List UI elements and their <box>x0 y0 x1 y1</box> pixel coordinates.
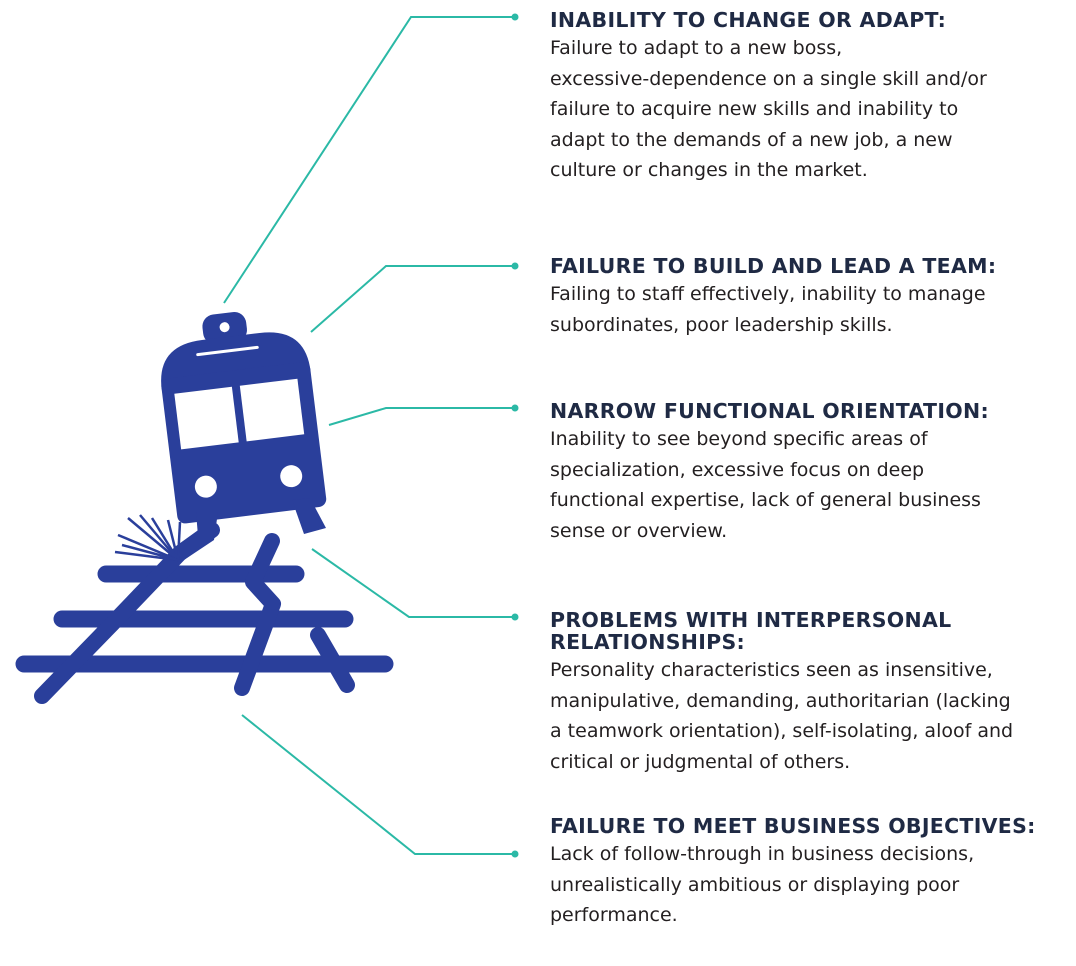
connector-line-2 <box>310 265 514 333</box>
desc-line: functional expertise, lack of general bu… <box>550 489 981 511</box>
connector-line-5 <box>241 714 514 855</box>
desc-line: failure to acquire new skills and inabil… <box>550 98 959 120</box>
desc-line: manipulative, demanding, authoritarian (… <box>550 689 1011 712</box>
connector-dot-3 <box>511 404 519 412</box>
train-left-leg <box>178 512 218 560</box>
item-title: NARROW FUNCTIONAL ORIENTATION: <box>550 399 989 423</box>
connector-dot-2 <box>511 262 519 270</box>
item-interpersonal-relationships: PROBLEMS WITH INTERPERSONAL RELATIONSHIP… <box>550 609 1076 777</box>
item-description: Failure to adapt to a new boss, excessiv… <box>550 33 1076 186</box>
connector-dot-1 <box>511 13 519 21</box>
desc-line: a teamwork orientation), self-isolating,… <box>550 720 1014 742</box>
connector-lines <box>223 16 514 855</box>
connector-dot-4 <box>511 613 519 621</box>
item-description: Failing to staff effectively, inability … <box>550 279 1076 340</box>
connector-line-1 <box>223 16 514 304</box>
item-title: PROBLEMS WITH INTERPERSONAL RELATIONSHIP… <box>550 609 1076 653</box>
item-failure-to-build-team: FAILURE TO BUILD AND LEAD A TEAM: Failin… <box>550 255 1076 340</box>
train-right-leg <box>292 498 326 534</box>
desc-line: Inability to see beyond specific areas o… <box>550 428 928 450</box>
item-title: INABILITY TO CHANGE OR ADAPT: <box>550 8 947 32</box>
desc-line: excessive-dependence on a single skill a… <box>550 67 987 90</box>
desc-line: Lack of follow-through in business decis… <box>550 843 975 865</box>
desc-line: culture or changes in the market. <box>550 159 868 181</box>
item-title: FAILURE TO MEET BUSINESS OBJECTIVES: <box>550 814 1036 838</box>
title-line: RELATIONSHIPS: <box>550 630 746 654</box>
desc-line: specialization, excessive focus on deep <box>550 458 925 481</box>
item-description: Personality characteristics seen as inse… <box>550 655 1076 777</box>
derailed-train-icon <box>15 311 394 704</box>
item-title: FAILURE TO BUILD AND LEAD A TEAM: <box>550 254 997 278</box>
desc-line: adapt to the demands of a new job, a new <box>550 128 953 151</box>
item-narrow-functional-orientation: NARROW FUNCTIONAL ORIENTATION: Inability… <box>550 400 1076 546</box>
impact-spark <box>114 514 182 562</box>
connector-dot-5 <box>511 850 519 858</box>
desc-line: critical or judgmental of others. <box>550 750 851 773</box>
item-failure-to-meet-objectives: FAILURE TO MEET BUSINESS OBJECTIVES: Lac… <box>550 815 1076 931</box>
desc-line: unrealistically ambitious or displaying … <box>550 873 960 896</box>
desc-line: sense or overview. <box>550 519 728 542</box>
item-inability-to-change: INABILITY TO CHANGE OR ADAPT: Failure to… <box>550 9 1076 186</box>
connector-line-3 <box>328 407 514 426</box>
connector-dots <box>511 13 519 858</box>
desc-line: Failure to adapt to a new boss, <box>550 37 843 59</box>
desc-line: performance. <box>550 904 678 926</box>
item-description: Lack of follow-through in business decis… <box>550 839 1076 931</box>
item-description: Inability to see beyond specific areas o… <box>550 424 1076 546</box>
desc-line: subordinates, poor leadership skills. <box>550 313 893 336</box>
train-body <box>161 311 327 524</box>
desc-line: Personality characteristics seen as inse… <box>550 659 993 681</box>
title-line: PROBLEMS WITH INTERPERSONAL <box>550 608 952 632</box>
desc-line: Failing to staff effectively, inability … <box>550 283 986 305</box>
connector-line-4 <box>311 548 514 618</box>
